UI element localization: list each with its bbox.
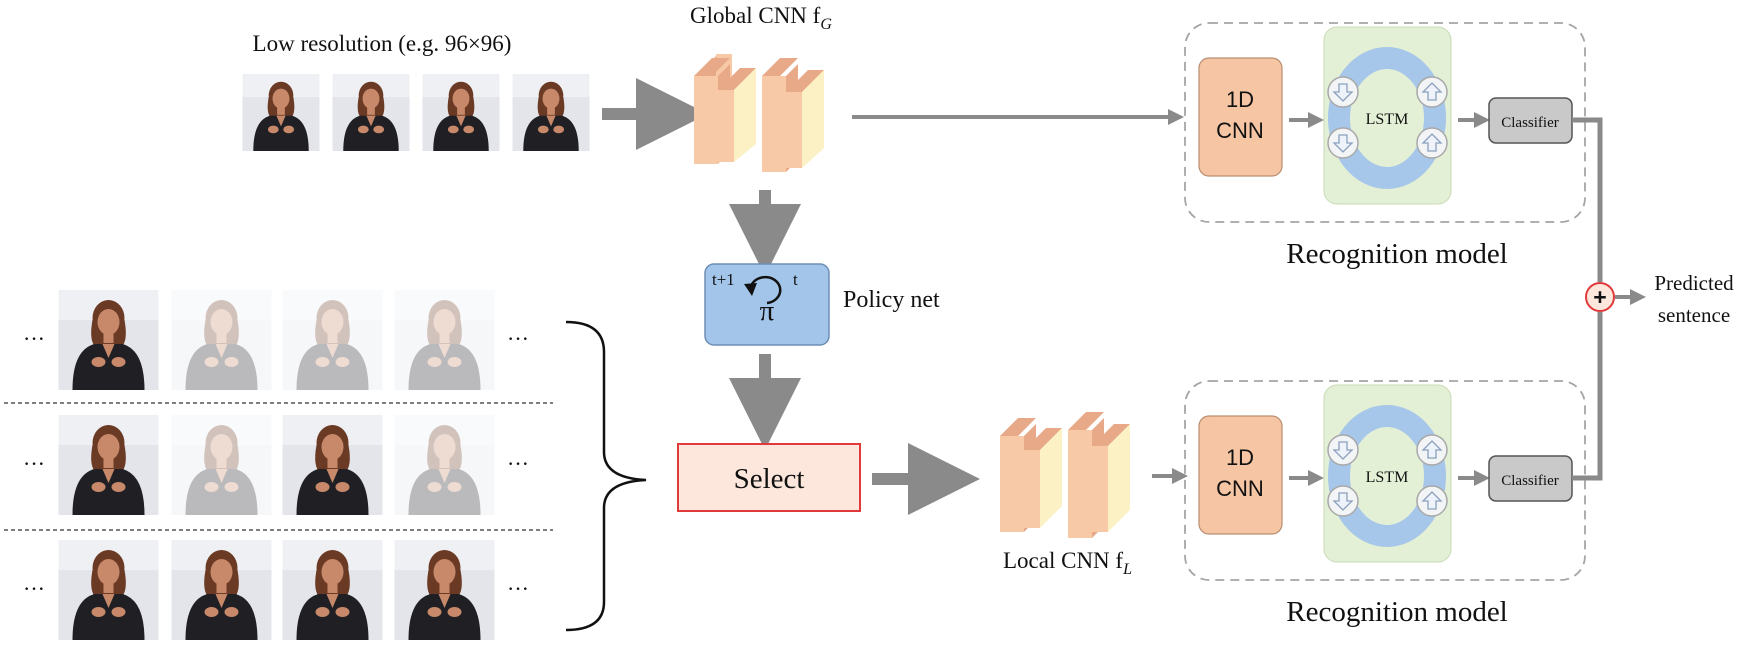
frame-row: ··· ···	[23, 290, 529, 390]
high-res-frame	[58, 540, 159, 640]
high-res-frame	[282, 290, 383, 390]
low-res-frame	[422, 74, 500, 151]
sum-symbol: +	[1593, 284, 1606, 310]
local-cnn-block	[1000, 412, 1130, 538]
ellipsis-left: ···	[23, 326, 45, 351]
classifier-label: Classifier	[1501, 473, 1559, 489]
cnn-layer-face	[1000, 436, 1024, 532]
low-resolution-label: Low resolution (e.g. 96×96)	[253, 31, 512, 56]
cnn-layer-face	[1092, 446, 1108, 532]
conv1d-label-line1: 1D	[1226, 445, 1254, 470]
conv1d-label-line2: CNN	[1216, 476, 1264, 501]
high-res-frame	[394, 415, 495, 515]
classifier-label: Classifier	[1501, 115, 1559, 131]
low-res-frame	[242, 74, 320, 151]
low-res-frame	[512, 74, 590, 151]
policy-t-next-label: t+1	[712, 270, 735, 289]
conv1d-box	[1198, 415, 1283, 535]
ellipsis-left: ···	[23, 576, 45, 601]
global-cnn-label: Global CNN fG	[690, 3, 832, 33]
predicted-label-line2: sentence	[1658, 303, 1730, 327]
high-resolution-frame-rows: ··· ··· ··· ··· ··· ···	[23, 290, 529, 640]
frames-brace	[565, 320, 647, 632]
frame-row: ··· ···	[23, 540, 529, 640]
policy-net-box	[704, 263, 830, 346]
ellipsis-left: ···	[23, 451, 45, 476]
recognition-model-frame	[1184, 380, 1586, 581]
low-res-frame	[332, 74, 410, 151]
high-res-frame	[394, 540, 495, 640]
sum-node	[1585, 282, 1615, 312]
policy-loop-icon	[749, 275, 782, 305]
policy-net-label: Policy net	[843, 287, 940, 313]
high-res-frame	[394, 290, 495, 390]
policy-t-label: t	[793, 270, 798, 289]
conv1d-label-line1: 1D	[1226, 87, 1254, 112]
lstm-label: LSTM	[1366, 111, 1409, 128]
high-res-frame	[171, 540, 272, 640]
recognition-model-frame	[1184, 22, 1586, 223]
ellipsis-right: ···	[507, 576, 529, 601]
high-res-frame	[282, 415, 383, 515]
predicted-label-line1: Predicted	[1654, 271, 1734, 295]
high-res-frame	[282, 540, 383, 640]
high-res-frame	[171, 290, 272, 390]
lstm-label: LSTM	[1366, 469, 1409, 486]
arrow-down-icon	[1332, 134, 1354, 153]
policy-symbol: π	[760, 295, 775, 327]
ellipsis-right: ···	[507, 326, 529, 351]
low-resolution-frames	[242, 74, 590, 151]
arrow-down-icon	[1332, 492, 1354, 511]
arrow-up-icon	[1421, 491, 1443, 510]
cnn-layer-face	[762, 76, 786, 172]
arrow-down-icon	[1332, 83, 1354, 102]
conv1d-label-line2: CNN	[1216, 118, 1264, 143]
cnn-layer-face	[694, 76, 718, 164]
lstm-ring	[1328, 405, 1446, 547]
select-box	[677, 443, 861, 512]
high-res-frame	[171, 415, 272, 515]
arrow-up-icon	[1421, 82, 1443, 101]
select-label: Select	[734, 463, 805, 495]
local-cnn-label: Local CNN fL	[1003, 548, 1132, 578]
ellipsis-right: ···	[507, 451, 529, 476]
global-cnn-block	[694, 54, 824, 172]
arrow-up-icon	[1421, 133, 1443, 152]
arrow-down-icon	[1332, 441, 1354, 460]
lstm-ring	[1328, 47, 1446, 189]
cnn-layer-face	[718, 90, 734, 162]
conv1d-box	[1198, 57, 1283, 177]
cnn-layer-face	[1068, 430, 1092, 538]
bottom-classifier-to-sum-line	[1572, 312, 1603, 481]
arrow-up-icon	[1421, 440, 1443, 459]
cnn-layer-face	[786, 92, 802, 168]
policy-loop-arrowhead-icon	[744, 283, 757, 296]
frame-row: ··· ···	[23, 415, 529, 515]
top-classifier-to-sum-line	[1572, 117, 1603, 282]
high-res-frame	[58, 290, 159, 390]
high-res-frame	[58, 415, 159, 515]
recognition-model-label: Recognition model	[1286, 238, 1508, 270]
cnn-layer-face	[1024, 450, 1040, 528]
recognition-model-label: Recognition model	[1286, 596, 1508, 628]
